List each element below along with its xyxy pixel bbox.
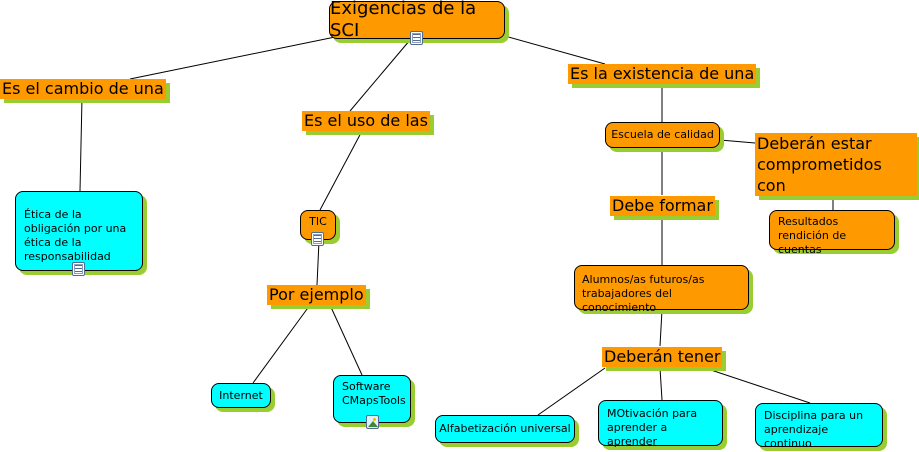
concept-school[interactable]: Escuela de calidad: [605, 122, 720, 148]
concept-discipline-text: Disciplina para un aprendizaje continuo: [764, 409, 864, 450]
concept-literacy[interactable]: Alfabetización universal: [435, 415, 575, 443]
image-icon[interactable]: [366, 415, 379, 429]
concept-internet[interactable]: Internet: [211, 383, 271, 408]
connector-have-literacy: [537, 367, 606, 416]
link-label-committed-text: Deberán estar comprometidos con: [757, 134, 882, 195]
concept-students-text: Alumnos/as futuros/as trabajadores del c…: [582, 273, 705, 314]
concept-motivation-text: MOtivación para aprender a aprender: [607, 407, 698, 448]
concept-motivation[interactable]: MOtivación para aprender a aprender: [598, 400, 723, 448]
concept-results-text: Resultados rendición de cuentas: [778, 215, 847, 256]
connector-left-ethics: [79, 97, 83, 192]
concept-literacy-text: Alfabetización universal: [439, 422, 571, 435]
link-label-left-text: Es el cambio de una: [2, 79, 164, 98]
link-label-example-text: Por ejemplo: [269, 285, 364, 304]
concept-students[interactable]: Alumnos/as futuros/as trabajadores del c…: [574, 265, 749, 314]
concept-internet-text: Internet: [219, 388, 263, 402]
connector-root-left: [129, 35, 341, 80]
connector-root-right: [504, 35, 606, 65]
concept-tic-text: TIC: [309, 215, 327, 228]
root-concept-text: Exigencias de la SCI: [330, 0, 477, 41]
connector-example-internet: [252, 304, 311, 384]
connector-students-have: [659, 309, 663, 347]
connector-example-software: [329, 304, 363, 376]
link-label-train-text: Debe formar: [612, 196, 713, 215]
link-label-middle: Es el uso de las: [302, 111, 430, 131]
link-label-right-text: Es la existencia de una: [570, 64, 755, 83]
document-icon[interactable]: [311, 232, 324, 246]
concept-discipline[interactable]: Disciplina para un aprendizaje continuo: [755, 403, 883, 450]
document-icon[interactable]: [72, 262, 85, 276]
connector-tic-example: [316, 240, 320, 286]
concept-software-text: Software CMapsTools: [342, 380, 406, 407]
concept-school-text: Escuela de calidad: [611, 128, 714, 141]
concept-results[interactable]: Resultados rendición de cuentas: [769, 210, 895, 256]
link-label-have-text: Deberán tener: [604, 347, 721, 366]
link-label-left: Es el cambio de una: [0, 79, 166, 99]
link-label-train: Debe formar: [610, 196, 715, 216]
connector-school-committed: [719, 139, 756, 144]
connector-root-middle: [349, 39, 411, 112]
concept-ethics-text: Ética de la obligación por una ética de …: [24, 208, 127, 263]
link-label-committed: Deberán estar comprometidos con: [755, 133, 917, 196]
document-icon[interactable]: [410, 31, 423, 45]
link-label-right: Es la existencia de una: [568, 64, 757, 84]
connector-middle-tic: [319, 130, 363, 211]
connector-have-discipline: [704, 367, 811, 404]
connector-have-motivation: [659, 367, 663, 401]
link-label-middle-text: Es el uso de las: [304, 111, 428, 130]
link-label-have: Deberán tener: [602, 347, 723, 367]
concept-ethics[interactable]: Ética de la obligación por una ética de …: [15, 191, 143, 271]
link-label-example: Por ejemplo: [267, 285, 366, 305]
